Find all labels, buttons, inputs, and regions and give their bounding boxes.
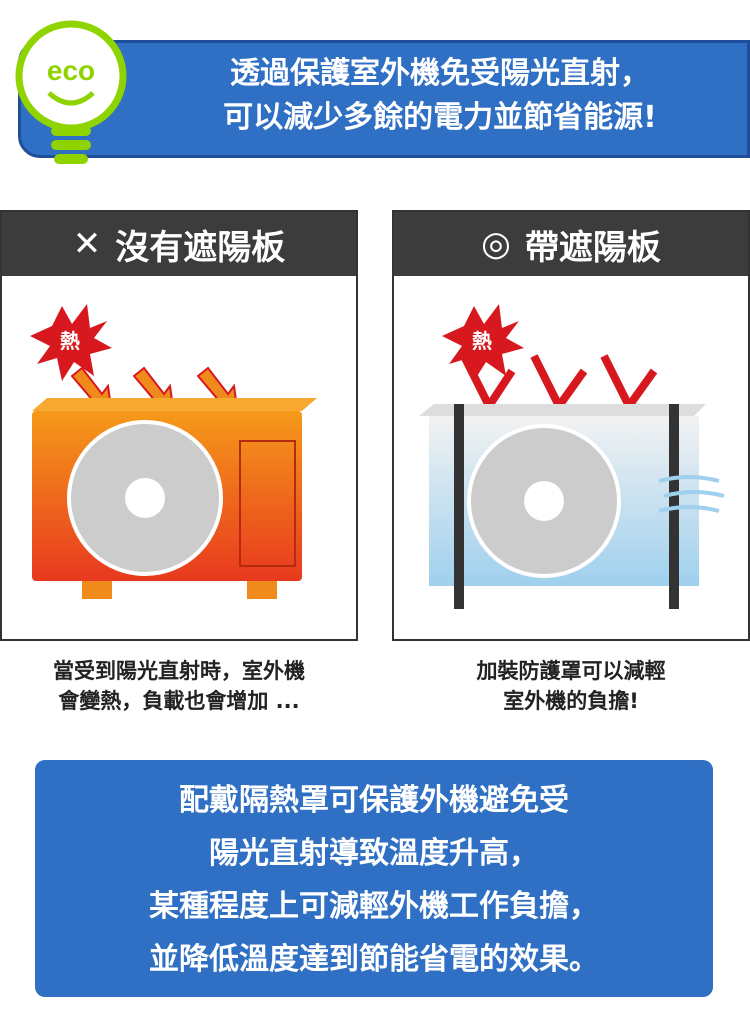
summary-line: 配戴隔熱罩可保護外機避免受: [179, 783, 569, 818]
panel-title: 帶遮陽板: [524, 227, 661, 268]
caption-line: 加裝防護罩可以減輕: [476, 659, 666, 683]
caption-line: 當受到陽光直射時，室外機: [53, 659, 305, 683]
banner-text: 透過保護室外機免受陽光直射， 可以減少多餘的電力並節省能源!: [140, 52, 740, 140]
summary-line: 並降低溫度達到節能省電的效果。: [149, 942, 599, 977]
panel-header: ◎ 帶遮陽板: [394, 212, 748, 276]
caption-line: 室外機的負擔!: [503, 689, 639, 713]
eco-bulb-logo: eco: [15, 20, 127, 164]
panel-title: 沒有遮陽板: [115, 227, 286, 268]
panel-with-shade: ◎ 帶遮陽板 熱: [392, 210, 750, 641]
cross-icon: ✕: [72, 224, 102, 264]
heat-label: 熱: [472, 329, 492, 353]
hot-ac-illustration: 熱: [30, 304, 317, 599]
summary-line: 某種程度上可減輕外機工作負擔，: [149, 889, 599, 924]
shaded-ac-illustration: 熱: [419, 304, 725, 609]
eco-text: eco: [47, 55, 95, 86]
left-caption: 當受到陽光直射時，室外機 會變熱，負載也會增加 ...: [0, 656, 358, 716]
banner-line: 可以減少多餘的電力並節省能源!: [223, 100, 657, 135]
double-circle-icon: ◎: [481, 224, 511, 264]
heat-label: 熱: [60, 329, 80, 353]
summary-box: 配戴隔熱罩可保護外機避免受 陽光直射導致溫度升高， 某種程度上可減輕外機工作負擔…: [35, 760, 713, 997]
panel-header: ✕ 沒有遮陽板: [2, 212, 356, 276]
caption-line: 會變熱，負載也會增加 ...: [58, 689, 300, 713]
right-caption: 加裝防護罩可以減輕 室外機的負擔!: [392, 656, 750, 716]
top-banner: [18, 40, 750, 158]
summary-line: 陽光直射導致溫度升高，: [209, 836, 539, 871]
panel-without-shade: ✕ 沒有遮陽板 熱: [0, 210, 358, 641]
banner-line: 透過保護室外機免受陽光直射，: [230, 56, 650, 91]
